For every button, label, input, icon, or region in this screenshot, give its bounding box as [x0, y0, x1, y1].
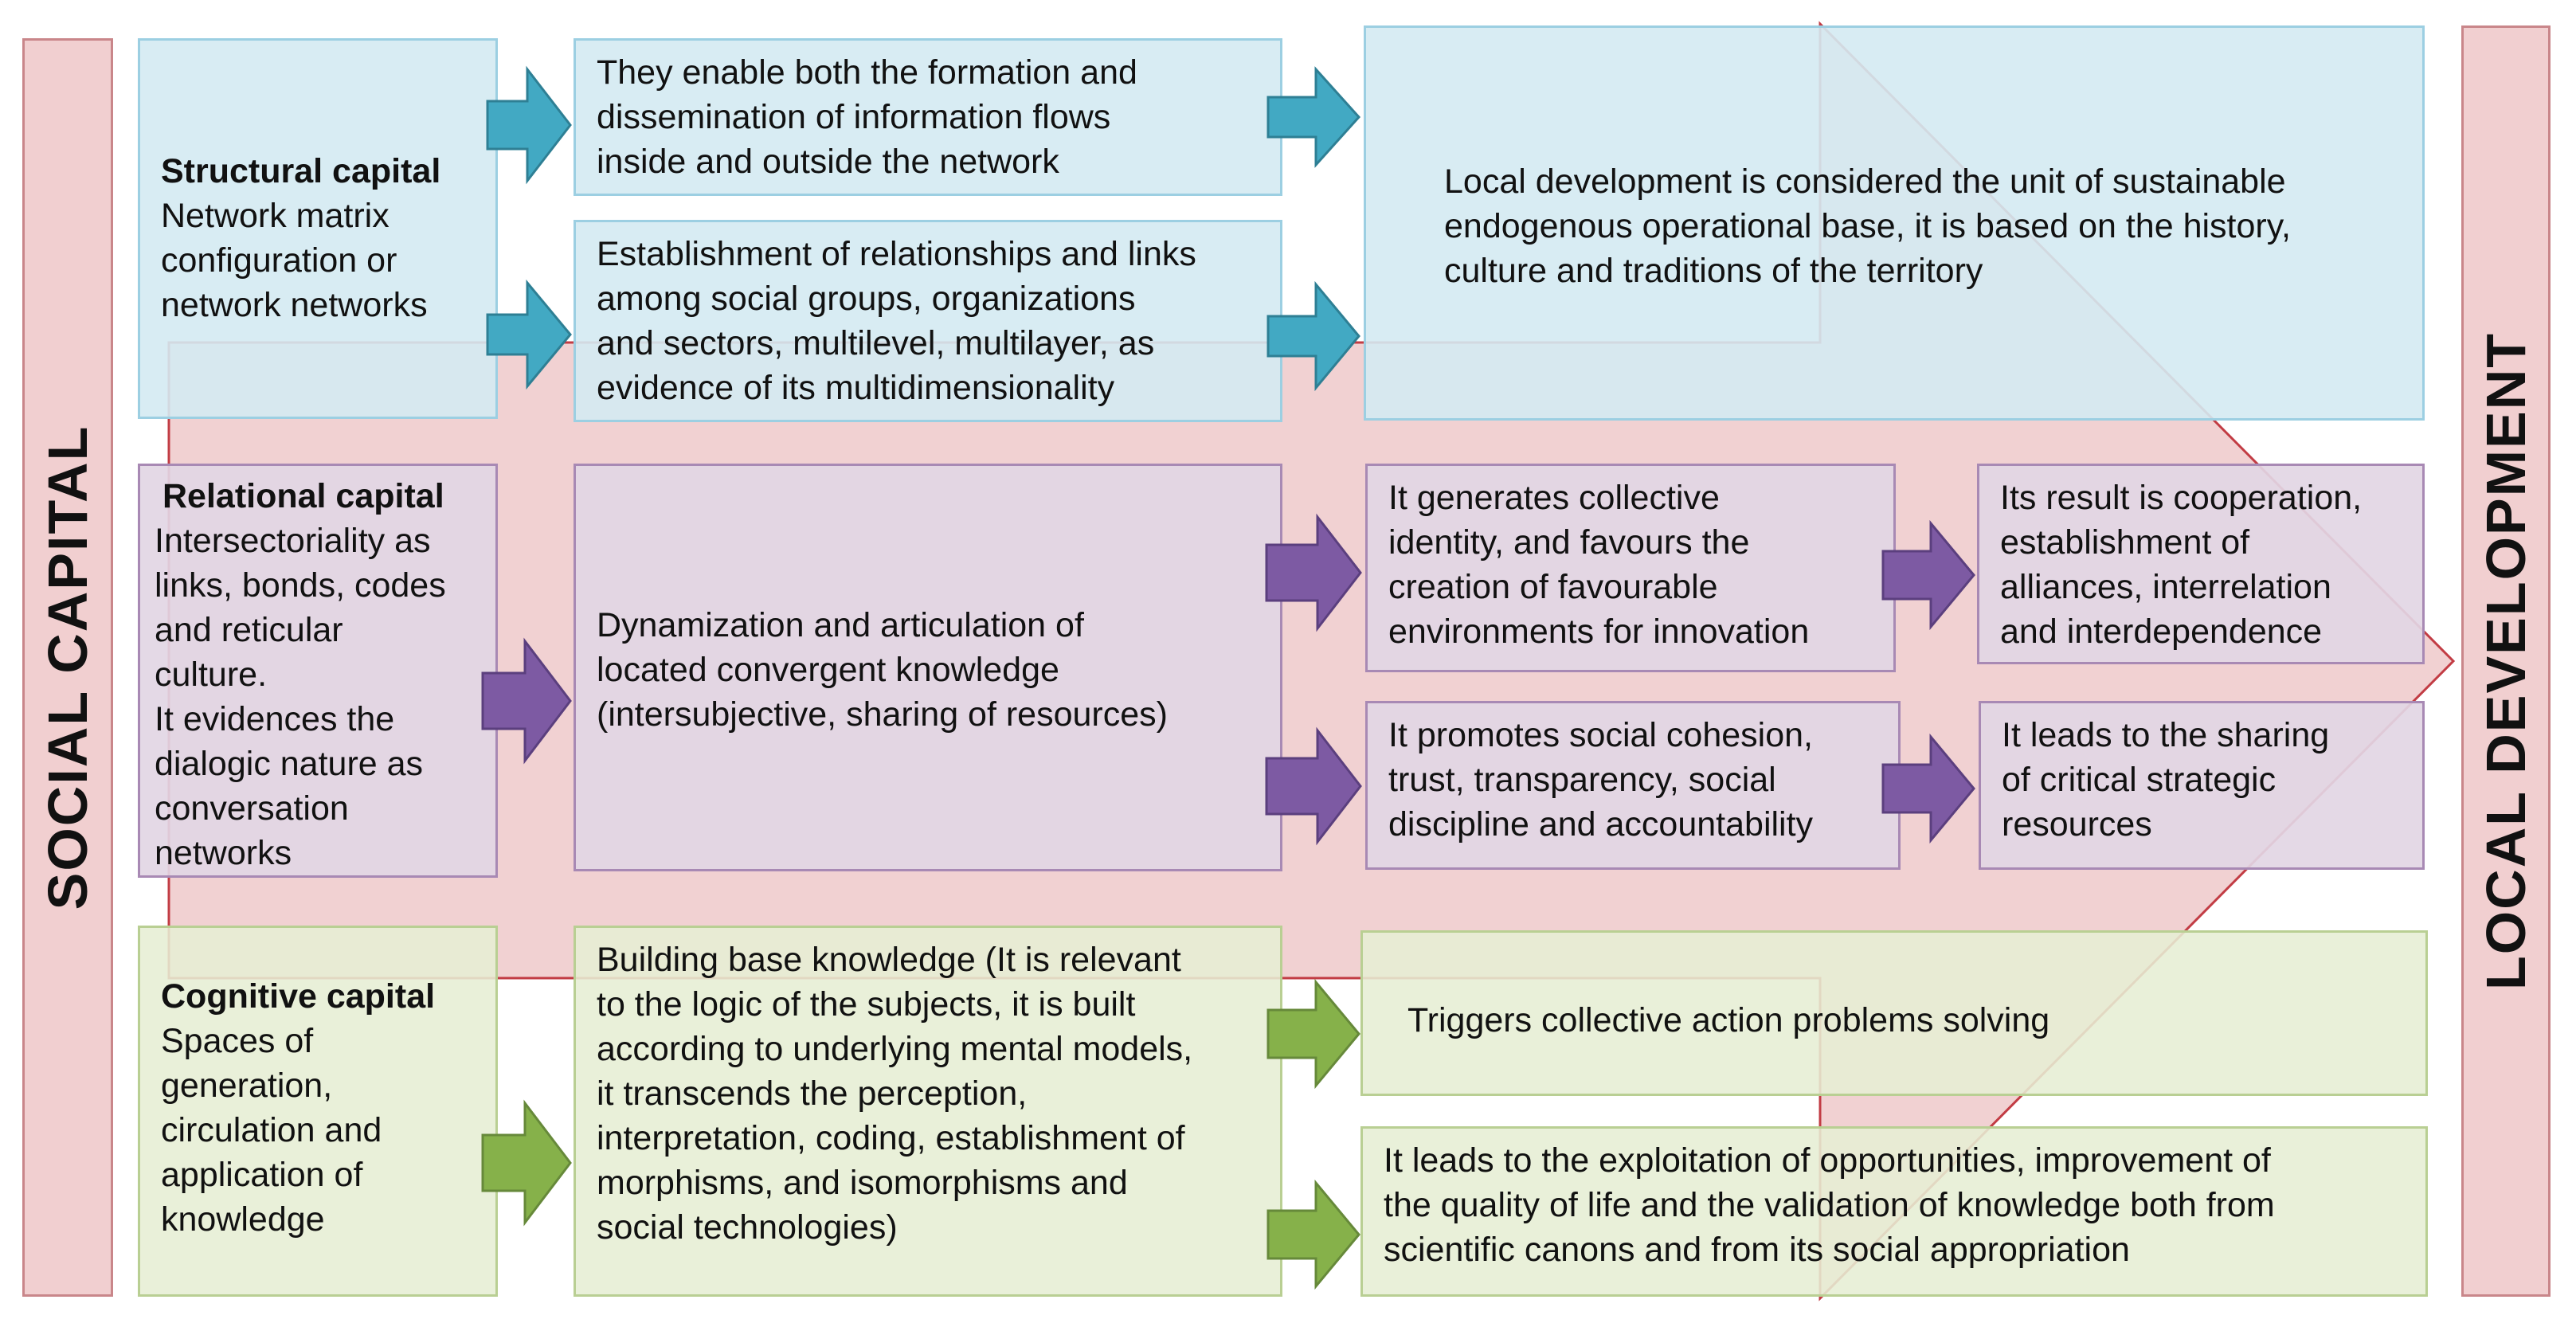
identity-line: identity, and favours the — [1388, 523, 1750, 562]
knowledge-line: interpretation, coding, establishment of — [597, 1119, 1185, 1157]
social-capital-bar: SOCIAL CAPITAL — [22, 38, 113, 1297]
relationships-line: evidence of its multidimensionality — [597, 369, 1115, 407]
cooperation-line: establishment of — [2000, 523, 2250, 562]
purple-arrow-icon — [1881, 733, 1975, 844]
cognitive-line: knowledge — [161, 1200, 325, 1239]
structural-line: configuration or — [161, 241, 397, 280]
opportunities-line: It leads to the exploitation of opportun… — [1384, 1141, 2271, 1180]
local-development-bar: LOCAL DEVELOPMENT — [2461, 25, 2551, 1297]
cognitive-line: generation, — [161, 1067, 333, 1105]
triggers-line: Triggers collective action problems solv… — [1407, 1001, 2050, 1039]
triggers-action-box: Triggers collective action problems solv… — [1360, 930, 2428, 1096]
relational-line: links, bonds, codes — [155, 566, 446, 605]
identity-line: creation of favourable — [1388, 568, 1718, 606]
info-flows-line: dissemination of information flows — [597, 98, 1111, 136]
relational-line: It evidences the — [155, 700, 395, 738]
relationships-line: Establishment of relationships and links — [597, 235, 1196, 273]
local-development-outcome-box: Local development is considered the unit… — [1364, 25, 2425, 421]
relational-line: culture. — [155, 656, 268, 694]
knowledge-line: according to underlying mental models, — [597, 1030, 1193, 1068]
opportunities-line: scientific canons and from its social ap… — [1384, 1231, 2130, 1269]
structural-line: Network matrix — [161, 197, 390, 235]
blue-arrow-icon — [486, 279, 572, 390]
cognitive-capital-box: Cognitive capital Spaces of generation, … — [138, 926, 498, 1297]
cognitive-capital-title: Cognitive capital — [161, 977, 436, 1016]
cohesion-line: trust, transparency, social — [1388, 761, 1776, 799]
cooperation-line: and interdependence — [2000, 613, 2323, 651]
identity-line: environments for innovation — [1388, 613, 1810, 651]
local-development-label: LOCAL DEVELOPMENT — [2475, 331, 2537, 991]
dynamization-line: Dynamization and articulation of — [597, 606, 1084, 644]
outcome-line: Local development is considered the unit… — [1444, 162, 2286, 201]
dynamization-line: located convergent knowledge — [597, 651, 1059, 689]
relationships-line: among social groups, organizations — [597, 280, 1136, 318]
cohesion-line: discipline and accountability — [1388, 805, 1814, 844]
relational-line: and reticular — [155, 611, 343, 649]
sharing-line: resources — [2002, 805, 2152, 844]
sharing-line: It leads to the sharing — [2002, 716, 2330, 754]
structural-line: network networks — [161, 286, 428, 324]
opportunities-box: It leads to the exploitation of opportun… — [1360, 1126, 2428, 1297]
relational-line: conversation — [155, 789, 349, 828]
cooperation-line: alliances, interrelation — [2000, 568, 2331, 606]
resource-sharing-box: It leads to the sharing of critical stra… — [1979, 701, 2425, 870]
relational-line: networks — [155, 834, 292, 872]
dynamization-line: (intersubjective, sharing of resources) — [597, 695, 1168, 734]
relational-capital-box: Relational capital Intersectoriality as … — [138, 464, 498, 878]
green-arrow-icon — [1266, 1179, 1360, 1290]
blue-arrow-icon — [1266, 66, 1361, 168]
base-knowledge-box: Building base knowledge (It is relevant … — [574, 926, 1282, 1297]
information-flows-box: They enable both the formation and disse… — [574, 38, 1282, 196]
knowledge-line: to the logic of the subjects, it is buil… — [597, 985, 1136, 1024]
purple-arrow-icon — [1265, 513, 1362, 632]
cognitive-line: application of — [161, 1156, 363, 1194]
social-capital-label: SOCIAL CAPITAL — [37, 425, 99, 910]
relational-line: Intersectoriality as — [155, 522, 431, 560]
cohesion-line: It promotes social cohesion, — [1388, 716, 1813, 754]
knowledge-line: social technologies) — [597, 1208, 898, 1247]
info-flows-line: They enable both the formation and — [597, 53, 1137, 92]
relationships-links-box: Establishment of relationships and links… — [574, 220, 1282, 422]
green-arrow-icon — [481, 1099, 572, 1227]
blue-arrow-icon — [1266, 280, 1360, 392]
opportunities-line: the quality of life and the validation o… — [1384, 1186, 2275, 1224]
knowledge-line: morphisms, and isomorphisms and — [597, 1164, 1128, 1202]
cooperation-line: Its result is cooperation, — [2000, 479, 2363, 517]
blue-arrow-icon — [486, 65, 572, 185]
identity-line: It generates collective — [1388, 479, 1720, 517]
info-flows-line: inside and outside the network — [597, 143, 1059, 181]
cognitive-line: circulation and — [161, 1111, 382, 1149]
purple-arrow-icon — [481, 637, 572, 765]
structural-capital-title: Structural capital — [161, 152, 441, 190]
cognitive-line: Spaces of — [161, 1022, 314, 1060]
sharing-line: of critical strategic — [2002, 761, 2277, 799]
purple-arrow-icon — [1881, 519, 1975, 631]
social-cohesion-box: It promotes social cohesion, trust, tran… — [1365, 701, 1901, 870]
knowledge-line: Building base knowledge (It is relevant — [597, 941, 1181, 979]
relationships-line: and sectors, multilevel, multilayer, as — [597, 324, 1155, 362]
cooperation-box: Its result is cooperation, establishment… — [1977, 464, 2425, 664]
dynamization-box: Dynamization and articulation of located… — [574, 464, 1282, 871]
collective-identity-box: It generates collective identity, and fa… — [1365, 464, 1896, 672]
relational-line: dialogic nature as — [155, 745, 424, 783]
outcome-line: culture and traditions of the territory — [1444, 252, 1983, 290]
relational-capital-title: Relational capital — [162, 477, 444, 515]
purple-arrow-icon — [1265, 726, 1362, 846]
outcome-line: endogenous operational base, it is based… — [1444, 207, 2291, 245]
knowledge-line: it transcends the perception, — [597, 1074, 1028, 1113]
green-arrow-icon — [1266, 978, 1360, 1090]
structural-capital-box: Structural capital Network matrix config… — [138, 38, 498, 419]
